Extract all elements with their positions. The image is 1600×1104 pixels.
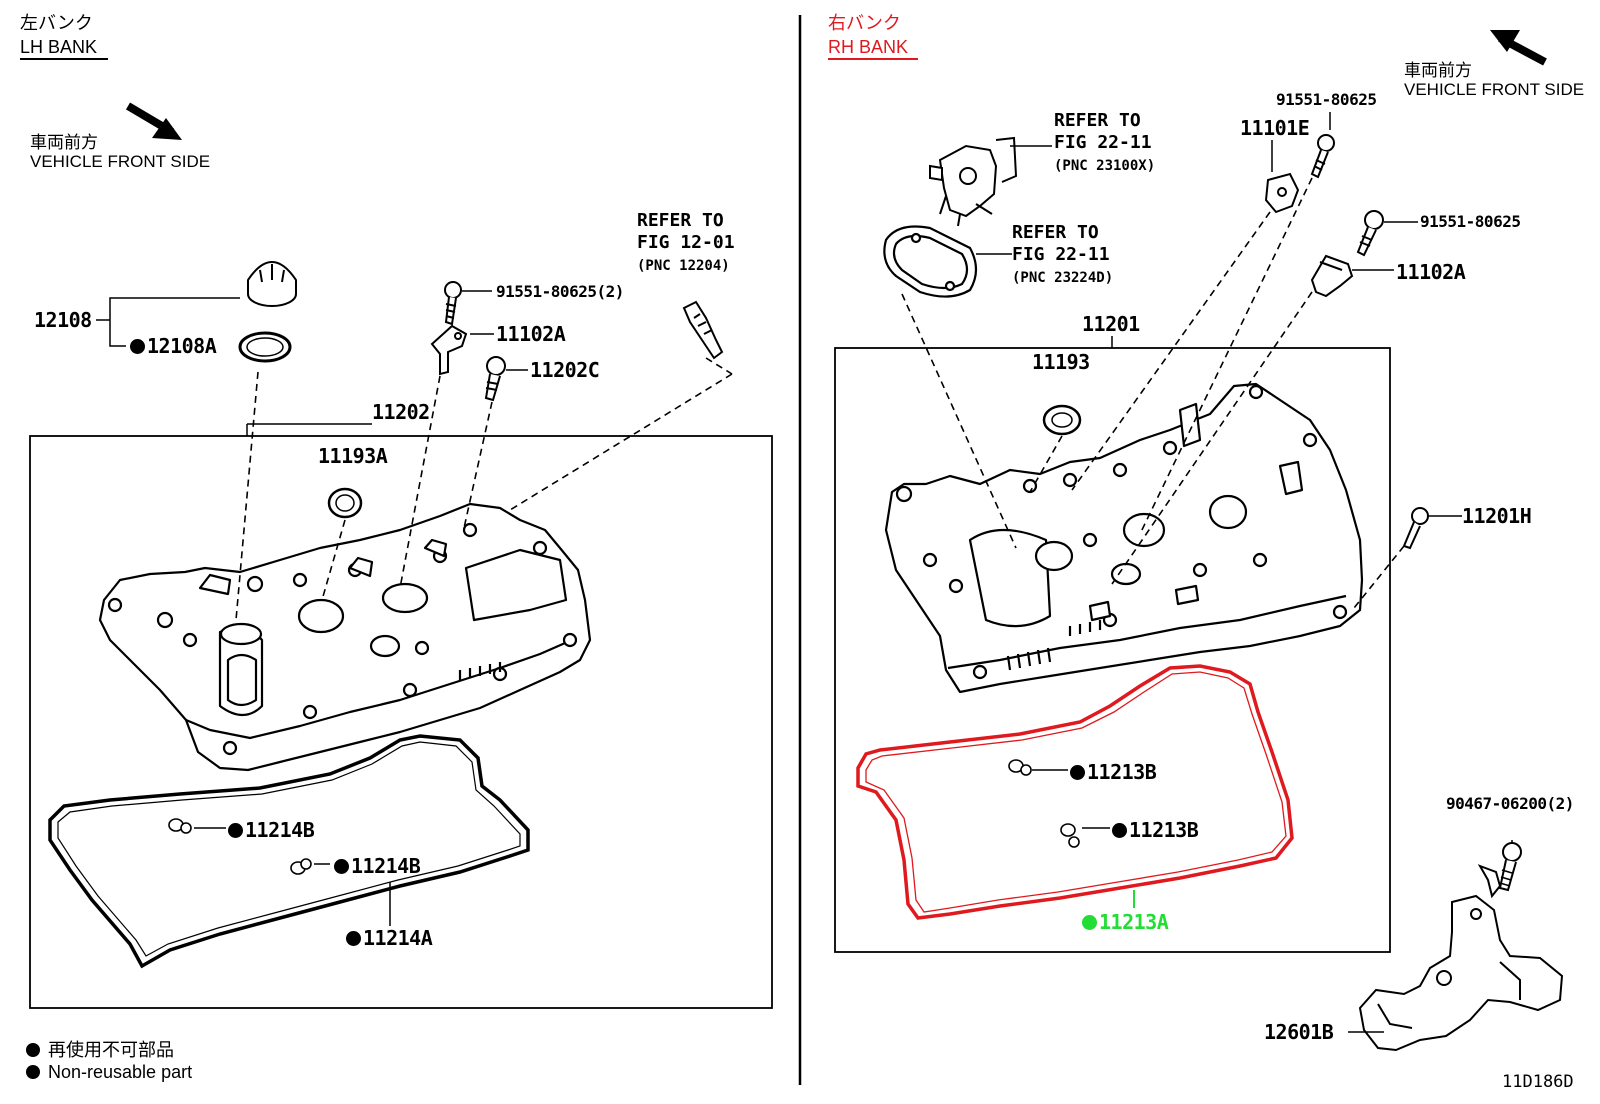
refer-note-fig-12-01: REFER TO FIG 12-01 (PNC 12204) (637, 210, 735, 277)
part-90467-06200-2[interactable]: 90467-06200(2) (1446, 794, 1574, 813)
part-number: 11213B (1129, 818, 1199, 842)
part-number: 11213A (1099, 910, 1169, 934)
part-12108a[interactable]: 12108A (130, 334, 217, 358)
part-11214b-1[interactable]: 11214B (228, 818, 315, 842)
refer-line1: REFER TO (1012, 222, 1099, 243)
non-reusable-dot-icon (1070, 765, 1085, 780)
non-reusable-dot-icon (346, 931, 361, 946)
part-11201[interactable]: 11201 (1082, 312, 1140, 336)
rh-leader-lines (901, 177, 1405, 609)
rh-cylinder-head-cover-icon (884, 382, 1364, 694)
part-number: 12108A (147, 334, 217, 358)
part-11214b-2[interactable]: 11214B (334, 854, 421, 878)
refer-pnc: (PNC 23100X) (1054, 158, 1156, 174)
lh-leader-lines (235, 357, 733, 621)
part-11202c[interactable]: 11202C (530, 358, 600, 382)
part-11101e[interactable]: 11101E (1240, 116, 1310, 140)
part-11202[interactable]: 11202 (372, 400, 430, 424)
part-11213a[interactable]: 11213A (1082, 910, 1169, 934)
refer-line1: REFER TO (1054, 110, 1141, 131)
grommet-icon (1008, 759, 1032, 776)
bolt-icon (1356, 210, 1384, 257)
part-11201h[interactable]: 11201H (1462, 504, 1532, 528)
engine-hanger-icon (1358, 864, 1564, 1052)
non-reusable-dot-icon (1082, 915, 1097, 930)
cap-gasket-icon (238, 331, 292, 363)
refer-line1: REFER TO (637, 210, 724, 231)
bolt-icon (1310, 134, 1335, 179)
plug-tube-seal-icon (327, 487, 363, 519)
part-number: 11214B (245, 818, 315, 842)
refer-line2: FIG 22-11 (1012, 244, 1110, 265)
grommet-icon (1060, 823, 1080, 848)
rh-cover-gasket-icon (856, 664, 1294, 920)
legend-text: Non-reusable part (48, 1062, 193, 1082)
part-11102a-rh[interactable]: 11102A (1396, 260, 1466, 284)
part-12601b[interactable]: 12601B (1264, 1020, 1334, 1044)
vehicle-front-en-right: VEHICLE FRONT SIDE (1404, 80, 1585, 99)
non-reusable-dot-icon (228, 823, 243, 838)
vehicle-front-en-left: VEHICLE FRONT SIDE (30, 152, 211, 171)
part-91551-80625-top[interactable]: 91551-80625 (1276, 90, 1377, 109)
part-11214a[interactable]: 11214A (346, 926, 433, 950)
refer-pnc: (PNC 12204) (637, 258, 730, 274)
part-12108[interactable]: 12108 (34, 308, 92, 332)
part-number: 11213B (1087, 760, 1157, 784)
non-reusable-dot-icon (334, 859, 349, 874)
camshaft-sensor-icon (430, 324, 468, 376)
non-reusable-dot-icon (130, 339, 145, 354)
rh-bank-en-label: RH BANK (828, 36, 918, 60)
hanger-bolt-icon (1498, 840, 1522, 892)
refer-note-fig-22-11-gasket: REFER TO FIG 22-11 (PNC 23224D) (1012, 222, 1113, 289)
refer-line2: FIG 12-01 (637, 232, 735, 253)
rh-bank-jp-label: 右バンク (828, 13, 901, 33)
non-reusable-dot-icon (26, 1065, 40, 1079)
non-reusable-dot-icon (1112, 823, 1127, 838)
grommet-icon (168, 818, 192, 834)
legend-jp: 再使用不可部品 (26, 1036, 174, 1062)
part-91551-80625-mid[interactable]: 91551-80625 (1420, 212, 1521, 231)
part-11213b-2[interactable]: 11213B (1112, 818, 1199, 842)
lh-bank-jp-label: 左バンク (20, 13, 93, 33)
stud-bolt-icon (484, 356, 506, 402)
refer-pnc: (PNC 23224D) (1012, 270, 1114, 286)
bolt-icon (444, 281, 462, 326)
part-11102a-lh[interactable]: 11102A (496, 322, 566, 346)
non-reusable-dot-icon (26, 1043, 40, 1057)
pcv-valve-icon (682, 300, 724, 360)
part-91551-80625-2[interactable]: 91551-80625(2) (496, 282, 624, 301)
refer-line2: FIG 22-11 (1054, 132, 1152, 153)
front-arrow-left-icon (125, 102, 182, 140)
legend-en: Non-reusable part (26, 1062, 192, 1083)
legend-text: 再使用不可部品 (48, 1040, 174, 1060)
part-number: 11214B (351, 854, 421, 878)
cam-sensor-icon (1264, 172, 1300, 214)
vehicle-front-jp-left: 車両前方 (30, 133, 98, 152)
figure-code: 11D186D (1502, 1072, 1574, 1092)
front-arrow-right-icon (1490, 30, 1547, 66)
oil-filler-cap-icon (247, 260, 297, 307)
lh-bank-en-label: LH BANK (20, 36, 108, 60)
fuel-pump-icon (929, 136, 1018, 227)
part-11193a[interactable]: 11193A (318, 444, 388, 468)
part-number: 11214A (363, 926, 433, 950)
vehicle-front-jp-right: 車両前方 (1404, 61, 1472, 80)
lh-cover-gasket-icon (48, 734, 530, 969)
part-11193[interactable]: 11193 (1032, 350, 1090, 374)
lh-assembly-frame (29, 435, 773, 1009)
bolt-icon (1402, 507, 1429, 550)
lh-cylinder-head-cover-icon (98, 502, 592, 772)
pump-gasket-icon (883, 225, 978, 298)
grommet-icon (290, 858, 312, 875)
refer-note-fig-22-11-pump: REFER TO FIG 22-11 (PNC 23100X) (1054, 110, 1155, 177)
crank-sensor-icon (1310, 254, 1354, 298)
plug-tube-seal-icon (1042, 404, 1082, 436)
part-11213b-1[interactable]: 11213B (1070, 760, 1157, 784)
